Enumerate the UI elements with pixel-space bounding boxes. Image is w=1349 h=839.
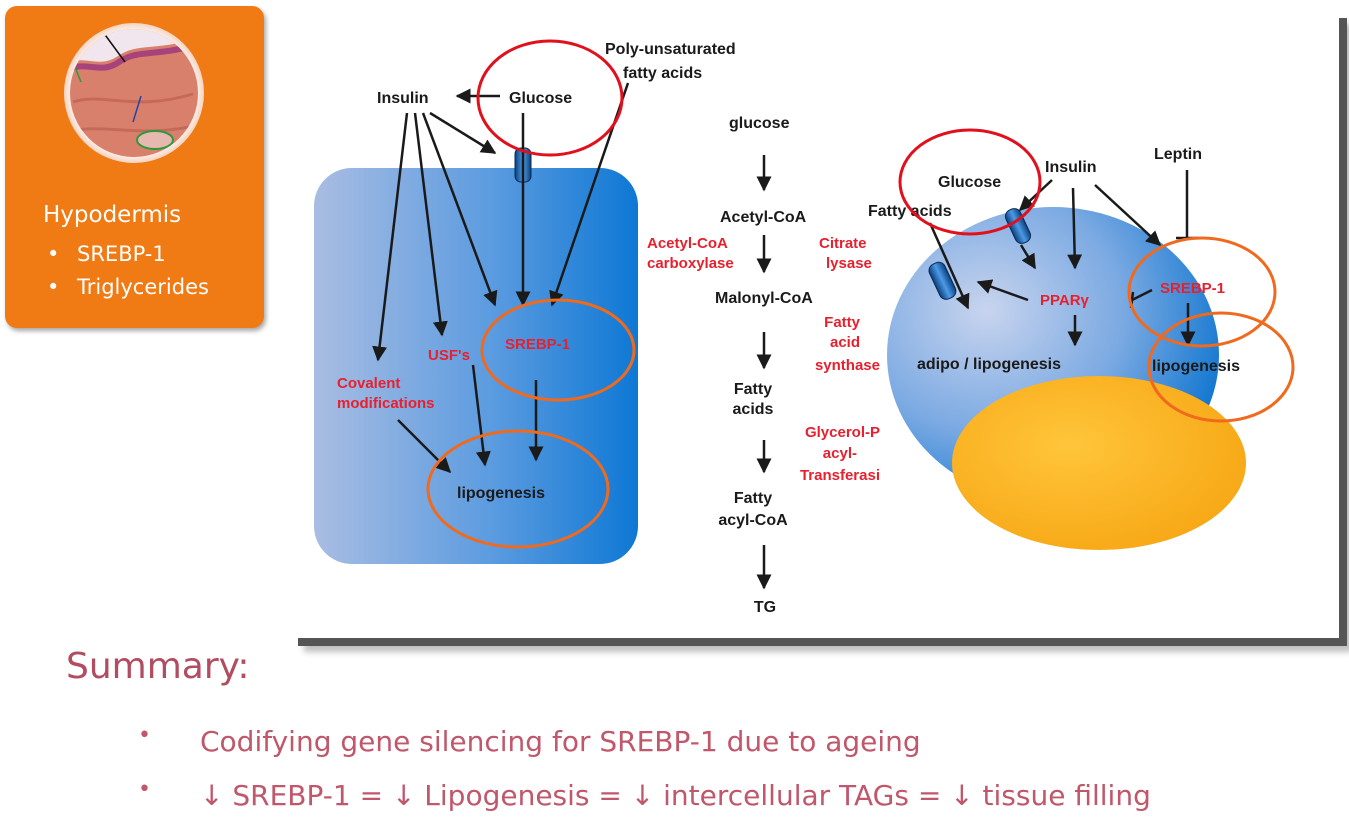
summary-list: Codifying gene silencing for SREBP-1 due… [138, 723, 1151, 833]
pathway-fatty-acyl-line2: acyl-CoA [718, 512, 788, 529]
left-insulin-label: Insulin [377, 90, 429, 107]
pathway-malonyl-coa: Malonyl-CoA [715, 290, 813, 307]
ppar-gamma-label: PPARγ [1040, 292, 1090, 309]
right-insulin-label: Insulin [1045, 159, 1097, 176]
enzyme-citrate-line1: Citrate [819, 235, 867, 252]
highlight-circle-srebp1-right [1127, 236, 1277, 348]
pathway-acetyl-coa: Acetyl-CoA [720, 209, 807, 226]
enzyme-acc-line1: Acetyl-CoA [647, 235, 728, 252]
right-fatty-acids-label: Fatty acids [868, 203, 952, 220]
enzyme-fas-line3: synthase [815, 357, 880, 374]
pathway-fatty-acids-line1: Fatty [734, 381, 772, 398]
right-lipogenesis-label: lipogenesis [1152, 358, 1240, 375]
enzyme-gpat-line1: Glycerol-P [805, 424, 880, 441]
summary-title: Summary: [66, 646, 250, 687]
enzyme-gpat-line3: Transferasi [800, 467, 880, 484]
right-cell-arrows [928, 170, 1198, 347]
pathway-fatty-acyl-line1: Fatty [734, 490, 772, 507]
fatty-acid-transporter-icon [928, 261, 957, 300]
summary-item-gene-silencing: Codifying gene silencing for SREBP-1 due… [138, 723, 1151, 779]
left-cell-arrows [372, 82, 630, 474]
enzyme-acc-line2: carboxylase [647, 255, 734, 272]
right-srebp1-label: SREBP-1 [1160, 280, 1225, 297]
right-glucose-transporter-icon [1004, 208, 1032, 244]
enzyme-citrate-line2: lysase [826, 255, 872, 272]
highlight-circle-glucose-left [476, 39, 624, 157]
enzyme-fas-line2: acid [830, 334, 860, 351]
highlight-circle-glucose-right [898, 128, 1042, 236]
pufa-label-line2: fatty acids [623, 65, 702, 82]
highlight-circle-lipogenesis-right [1147, 311, 1295, 423]
left-lipogenesis-label: lipogenesis [457, 485, 545, 502]
sidebar-item-triglycerides: Triglycerides [43, 275, 209, 308]
lipogenesis-diagram: Insulin Glucose Poly-unsaturated fatty a… [314, 39, 1295, 616]
lipid-droplet [952, 376, 1246, 550]
covalent-label-line1: Covalent [337, 375, 400, 392]
highlight-circle-lipogenesis-left [426, 429, 610, 549]
usfs-label: USF's [428, 347, 470, 364]
pathway-fatty-acids-line2: acids [733, 401, 774, 418]
left-glucose-label: Glucose [509, 90, 572, 107]
leptin-label: Leptin [1154, 146, 1202, 163]
highlight-circle-srebp1-left [480, 298, 636, 402]
right-glucose-label: Glucose [938, 174, 1001, 191]
summary-item-lipogenesis-chain: ↓ SREBP-1 = ↓ Lipogenesis = ↓ intercellu… [138, 777, 1151, 833]
enzyme-fas-line1: Fatty [824, 314, 860, 331]
covalent-label-line2: modifications [337, 395, 435, 412]
sidebar-list: SREBP-1 Triglycerides [43, 242, 209, 308]
hypodermis-title: Hypodermis [43, 202, 182, 228]
pufa-label-line1: Poly-unsaturated [605, 41, 736, 58]
skin-histology-image [64, 23, 204, 163]
pathway-tg: TG [754, 599, 776, 616]
sidebar-item-srebp1: SREBP-1 [43, 242, 209, 275]
pathway-glucose: glucose [729, 115, 790, 132]
left-adipocyte-cell [314, 168, 638, 564]
enzyme-gpat-line2: acyl- [823, 445, 857, 462]
hypodermis-card: Hypodermis SREBP-1 Triglycerides [5, 6, 264, 328]
adipo-lipogenesis-label: adipo / lipogenesis [917, 356, 1061, 373]
left-srebp1-label: SREBP-1 [505, 336, 570, 353]
